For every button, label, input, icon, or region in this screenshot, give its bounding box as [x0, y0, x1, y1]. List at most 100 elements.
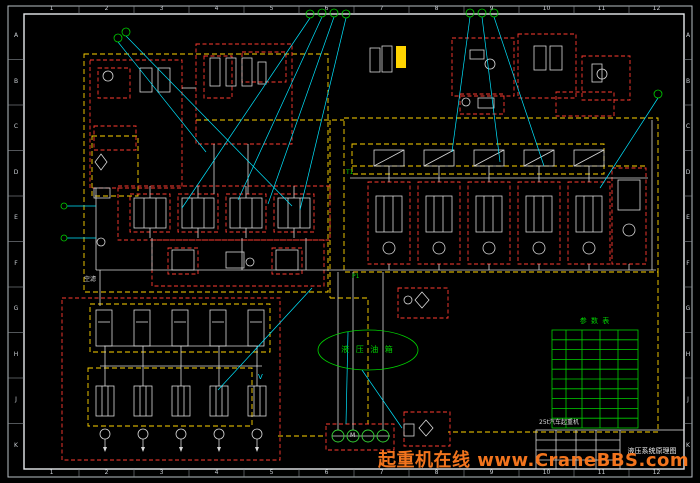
valve-symbol — [369, 47, 381, 73]
filter-symbol — [414, 291, 430, 309]
grid-label: D — [685, 168, 691, 176]
balloon — [465, 8, 475, 18]
project-text: 25t汽车起重机 — [539, 419, 579, 426]
valve-symbol — [525, 195, 553, 233]
group-box — [581, 55, 631, 101]
balloon — [653, 89, 663, 99]
leader-line — [217, 287, 313, 391]
component-circle — [461, 97, 471, 107]
yellow-component — [396, 46, 406, 68]
group-box — [177, 193, 219, 233]
group-box — [93, 125, 137, 151]
group-box — [241, 51, 287, 83]
component-circle — [484, 58, 496, 70]
grid-label: 10 — [542, 469, 551, 476]
leader-line — [451, 16, 471, 153]
valve-symbol — [133, 309, 151, 347]
valve-symbol — [533, 45, 547, 71]
group-box — [417, 181, 461, 265]
valve-symbol — [171, 249, 195, 271]
valve-symbol — [247, 385, 267, 417]
spool-line — [373, 149, 405, 167]
arrow-down — [217, 447, 221, 452]
valve-symbol — [225, 57, 237, 87]
zone-box — [83, 53, 329, 293]
balloon — [329, 8, 339, 18]
grid-label: D — [13, 168, 19, 176]
valve-symbol — [209, 309, 227, 347]
spool-line — [573, 149, 605, 167]
group-box — [459, 93, 505, 115]
leader-line — [181, 17, 311, 209]
valve-symbol — [469, 49, 485, 60]
grid-label: 5 — [269, 5, 274, 12]
title-block — [535, 429, 685, 470]
grid-label: 7 — [379, 5, 384, 12]
grid-label: 12 — [652, 5, 661, 12]
component-circle — [432, 241, 446, 255]
grid-label: 3 — [159, 5, 164, 12]
component-circle — [403, 295, 413, 305]
group-box — [467, 181, 511, 265]
valve-symbol — [133, 197, 167, 229]
grid-label: K — [686, 441, 690, 449]
valve-symbol — [225, 251, 245, 269]
component-circle — [99, 428, 111, 440]
grid-label: A — [685, 32, 691, 39]
valve-symbol — [229, 197, 263, 229]
valve-symbol — [477, 97, 495, 109]
balloon — [317, 8, 327, 18]
grid-label: 4 — [214, 5, 219, 12]
valve-symbol — [475, 195, 503, 233]
component-circle — [137, 428, 149, 440]
valve-symbol — [171, 309, 189, 347]
valve-symbol — [373, 149, 405, 167]
component-circle — [213, 428, 225, 440]
grid-label: G — [13, 305, 19, 312]
component-circle — [245, 257, 255, 267]
balloon — [341, 9, 351, 19]
annotation-ellipse — [317, 329, 419, 371]
ellipse-note: 液 压 油 箱 — [341, 345, 395, 354]
grid-label: 4 — [214, 469, 219, 476]
p1-label: P1 — [352, 273, 360, 280]
pipe-dashed — [448, 272, 659, 433]
valve-symbol — [591, 63, 603, 83]
spool-line — [423, 149, 455, 167]
valve-symbol — [257, 61, 267, 85]
component-circle — [622, 223, 636, 237]
filter-symbol — [94, 153, 108, 171]
grid-label: F — [14, 259, 18, 267]
group-box — [273, 193, 315, 233]
group-box — [225, 193, 267, 233]
balloon — [113, 33, 123, 43]
group-box — [89, 59, 183, 189]
outer-border — [7, 5, 693, 478]
grid-label: 11 — [597, 469, 606, 476]
group-box — [397, 287, 449, 319]
grid-label: 7 — [379, 469, 384, 476]
component-circle — [175, 428, 187, 440]
component-circle — [102, 70, 114, 82]
group-box — [611, 167, 647, 265]
v-mark: V — [258, 373, 263, 381]
valve-symbol — [381, 45, 393, 73]
motor-label: M — [350, 432, 356, 439]
valve-symbol — [473, 149, 505, 167]
leader-line — [493, 16, 545, 167]
grid-label: C — [685, 123, 691, 130]
grid-label: G — [685, 305, 691, 312]
filter-symbol — [418, 419, 434, 437]
balloon — [477, 8, 487, 18]
zone-box — [351, 143, 605, 175]
grid-label: 2 — [104, 5, 109, 12]
pipe-dashed — [330, 297, 369, 424]
grid-label: 1 — [49, 5, 54, 12]
valve-symbol — [575, 195, 603, 233]
valve-symbol — [171, 385, 191, 417]
valve-symbol — [247, 309, 265, 347]
grid-label: H — [685, 350, 691, 358]
grid-label: 1 — [49, 469, 54, 476]
leader-line — [361, 369, 403, 429]
